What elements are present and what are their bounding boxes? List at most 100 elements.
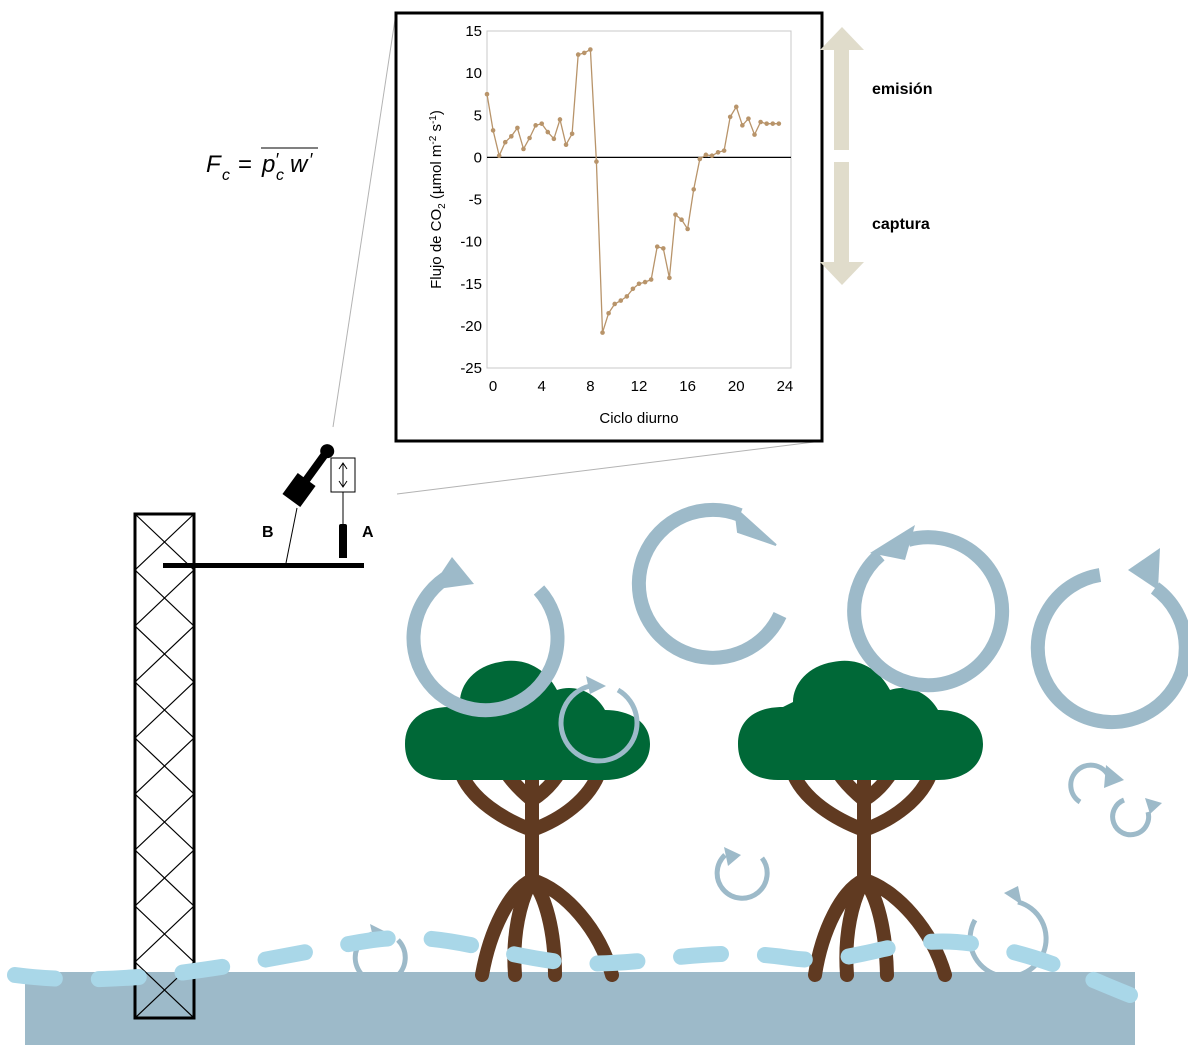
capture-label: captura xyxy=(872,216,930,233)
flux-data-point xyxy=(624,294,630,299)
y-tick-label: -25 xyxy=(460,360,482,377)
zoom-line-top xyxy=(332,12,397,428)
flux-data-point xyxy=(484,91,490,97)
flux-tower xyxy=(133,512,196,1020)
emission-label: emisión xyxy=(872,81,932,98)
eddy-large-4 xyxy=(1030,548,1188,730)
flux-data-point xyxy=(496,153,502,158)
flux-data-point xyxy=(545,129,551,135)
capture-arrow xyxy=(820,162,864,285)
flux-data-point xyxy=(697,156,703,162)
mangrove-trunk-left xyxy=(453,753,619,982)
flux-data-point xyxy=(490,128,496,133)
mangrove-canopy-left xyxy=(405,660,650,780)
flux-data-point xyxy=(563,142,569,148)
eddy-small-3 xyxy=(1068,762,1124,805)
flux-data-point xyxy=(648,277,654,282)
flux-data-point xyxy=(606,310,611,316)
formula-p-sub: c xyxy=(276,167,284,184)
flux-data-point xyxy=(569,131,575,137)
formula-w-prime: ′ xyxy=(309,150,313,170)
formula-f-sub: c xyxy=(222,167,230,184)
flux-data-point xyxy=(594,159,599,164)
flux-data-point xyxy=(740,123,745,128)
flux-data-point xyxy=(539,121,545,126)
eddy-small-4 xyxy=(1110,797,1162,838)
x-tick-label: 0 xyxy=(489,378,497,395)
mangrove-tree-right xyxy=(738,660,983,982)
formula-p: p xyxy=(261,151,275,178)
plot-area xyxy=(486,30,792,369)
x-tick-label: 24 xyxy=(777,378,794,395)
flux-data-point xyxy=(770,121,776,126)
flux-data-point xyxy=(709,153,715,158)
chart-frame xyxy=(394,11,824,443)
flux-data-point xyxy=(588,47,593,52)
formula-p-prime: ′ xyxy=(275,150,279,170)
flux-formula: F c = p ′ c w ′ xyxy=(206,147,318,184)
flux-data-point xyxy=(733,104,739,110)
flux-data-point xyxy=(758,119,763,125)
flux-data-point xyxy=(679,217,684,223)
flux-data-point xyxy=(636,281,642,287)
flux-data-point xyxy=(612,301,617,307)
flux-data-point xyxy=(715,150,721,155)
wave-line xyxy=(7,929,1138,1003)
flux-data-point xyxy=(685,226,690,232)
sonic-anemometer xyxy=(330,457,356,558)
x-tick-label: 16 xyxy=(679,378,696,395)
flux-data-point xyxy=(630,286,636,292)
emission-arrow xyxy=(820,27,864,150)
flux-data-point xyxy=(533,123,538,128)
y-tick-label: 15 xyxy=(465,23,482,40)
eddy-large-3 xyxy=(847,525,1010,693)
flux-data-point xyxy=(661,246,666,251)
flux-data-point xyxy=(527,135,532,141)
flux-data-point xyxy=(575,52,581,57)
x-tick-label: 20 xyxy=(728,378,745,395)
eddy-small-1 xyxy=(558,676,640,764)
formula-w: w xyxy=(290,151,309,178)
flux-data-point xyxy=(642,279,648,285)
y-axis-label: Flujo de CO2 (µmol m-2 s-1) xyxy=(428,110,448,289)
flux-data-point xyxy=(721,148,727,153)
x-tick-label: 4 xyxy=(538,378,546,395)
water-body xyxy=(25,972,1135,1045)
formula-f: F xyxy=(206,151,222,178)
flux-data-point xyxy=(727,114,733,120)
eddy-large-1 xyxy=(406,557,565,718)
flux-data-point xyxy=(764,121,769,126)
flux-data-point xyxy=(752,132,757,137)
y-tick-label: 10 xyxy=(465,65,482,82)
y-tick-label: 0 xyxy=(474,149,482,166)
sensor-a-label: A xyxy=(362,524,374,541)
flux-data-point xyxy=(551,136,557,142)
y-tick-label: -15 xyxy=(460,276,482,293)
x-tick-label: 12 xyxy=(631,378,648,395)
y-tick-label: -10 xyxy=(460,234,482,251)
x-axis-label: Ciclo diurno xyxy=(599,410,678,427)
mangrove-trunk-right xyxy=(785,753,952,982)
gas-analyzer xyxy=(282,444,335,564)
sensor-b-label: B xyxy=(262,524,274,541)
flux-data-point xyxy=(581,50,587,56)
flux-data-point xyxy=(654,244,660,249)
flux-data-point xyxy=(746,116,751,121)
y-tick-label: -20 xyxy=(460,318,482,335)
flux-data-point xyxy=(703,152,709,158)
flux-data-point xyxy=(515,125,520,131)
x-tick-label: 8 xyxy=(586,378,594,395)
flux-data-point xyxy=(521,146,526,152)
flux-data-point xyxy=(667,275,672,281)
flux-data-point xyxy=(673,212,678,217)
flux-data-point xyxy=(618,298,624,303)
formula-equals: = xyxy=(238,151,252,178)
zoom-line-bottom xyxy=(396,440,823,495)
flux-data-point xyxy=(557,117,563,122)
y-tick-label: -5 xyxy=(469,192,482,209)
flux-data-point xyxy=(502,139,508,145)
flux-data-point xyxy=(509,134,514,139)
eddy-large-2 xyxy=(631,502,787,665)
